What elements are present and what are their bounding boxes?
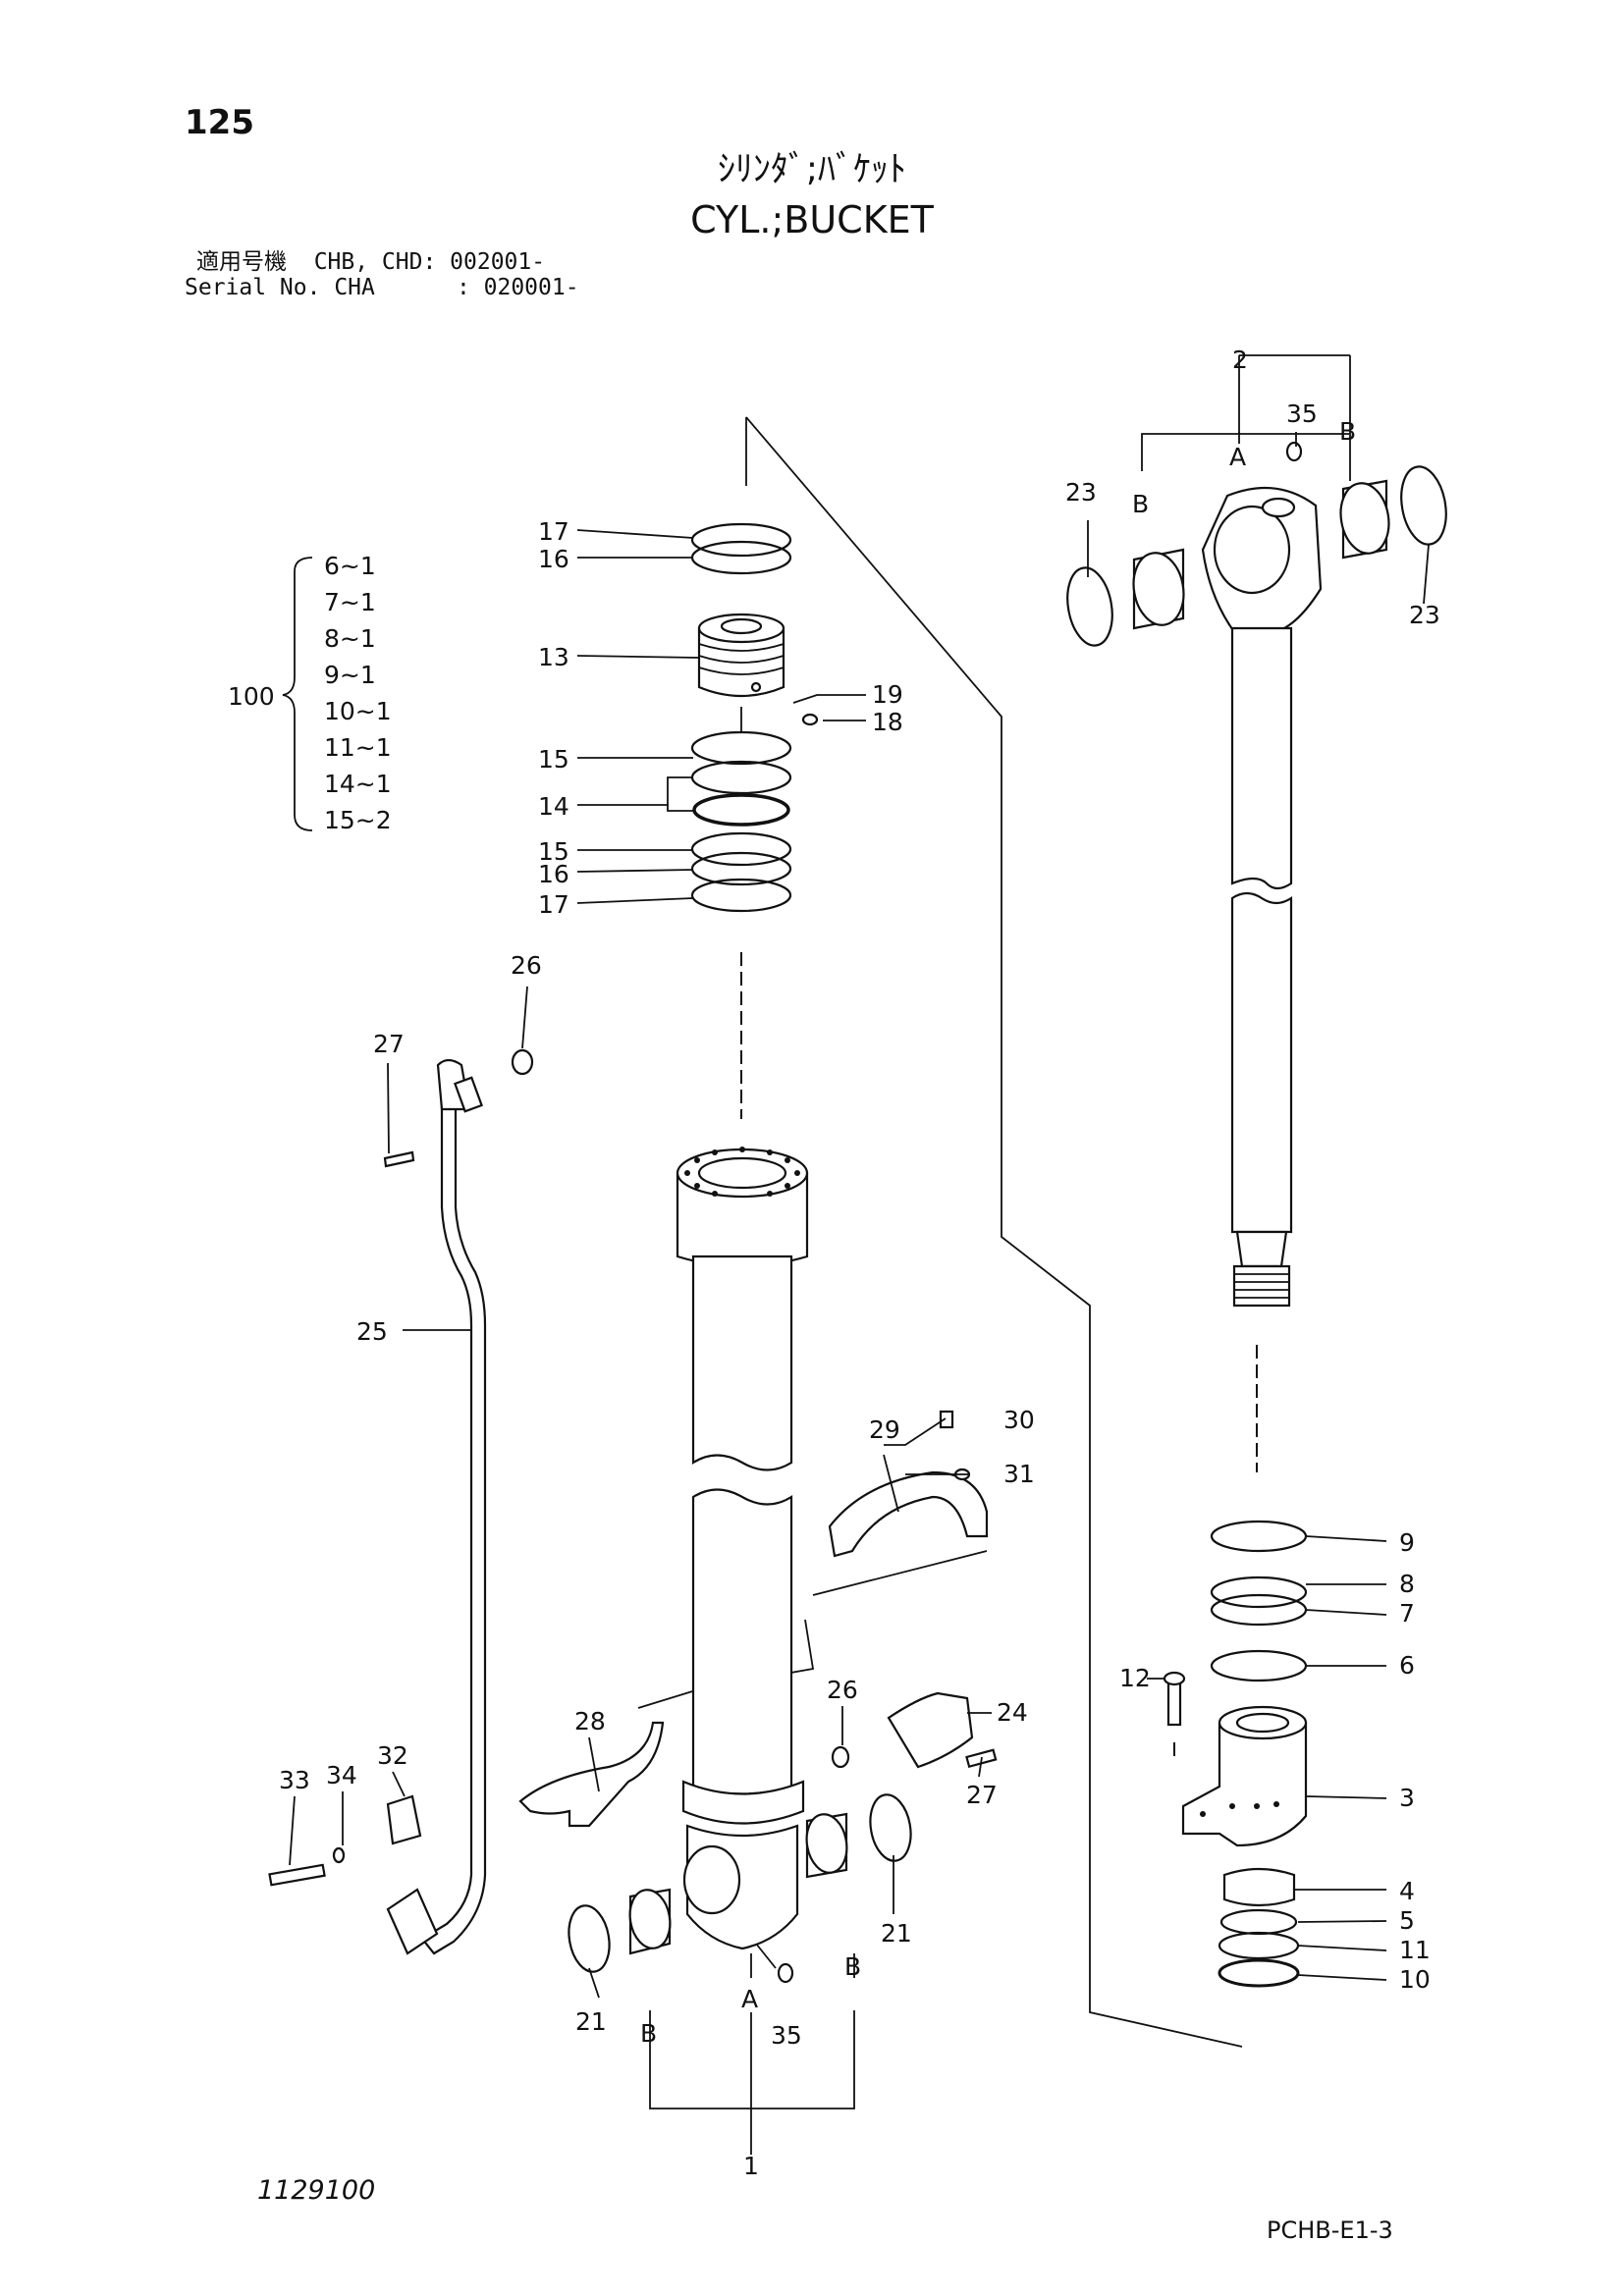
- drawing-number: 1129100: [257, 2175, 376, 2206]
- backup-ring-17-top: [690, 522, 792, 558]
- bolt-30: [939, 1410, 954, 1429]
- kit-item: 11~1: [324, 733, 392, 762]
- label-a: A: [741, 1985, 758, 2013]
- callout-32: 32: [377, 1741, 408, 1770]
- kit-brace: [282, 557, 313, 831]
- set-screw-18: [801, 713, 819, 726]
- kit-number: 100: [228, 682, 275, 711]
- kit-item: 7~1: [324, 588, 376, 616]
- serial-number-line: Serial No. CHA : 020001-: [185, 275, 579, 300]
- kit-item: 15~2: [324, 806, 392, 834]
- callout-27: 27: [966, 1781, 998, 1809]
- callout-6: 6: [1399, 1651, 1415, 1680]
- callout-26: 26: [827, 1676, 858, 1704]
- callout-34: 34: [326, 1761, 357, 1789]
- callout-14: 14: [538, 792, 569, 821]
- callout-29: 29: [869, 1415, 900, 1444]
- callout-26: 26: [511, 951, 542, 980]
- slide-ring-15-bottom: [690, 831, 792, 867]
- label-b: B: [1132, 490, 1149, 518]
- title-japanese: ｼﾘﾝﾀﾞ;ﾊﾞｹｯﾄ: [717, 149, 907, 189]
- bracket-32: [386, 1794, 422, 1845]
- callout-8: 8: [1399, 1570, 1415, 1598]
- grease-fitting-35-rod: [1285, 441, 1303, 462]
- callout-30: 30: [1003, 1406, 1035, 1434]
- callout-17: 17: [538, 890, 569, 919]
- callout-24: 24: [997, 1698, 1028, 1727]
- callout-35: 35: [1286, 400, 1318, 428]
- callout-19: 19: [872, 680, 903, 709]
- callout-21: 21: [881, 1919, 912, 1948]
- leader-lines: [289, 354, 1430, 2155]
- piston-seal-14b: [692, 793, 790, 827]
- grease-fitting-35: [777, 1962, 794, 1984]
- kit-item: 9~1: [324, 661, 376, 689]
- rod-end-bushings: [1066, 465, 1447, 647]
- slide-ring-15-top: [690, 730, 792, 766]
- part-callouts: 17 16 13 19 18 15 14 15 16 17 26 27 25 3…: [279, 346, 1440, 2180]
- wear-ring-16-top: [690, 540, 792, 575]
- callout-23: 23: [1409, 601, 1440, 629]
- socket-bolt-12: [1166, 1679, 1182, 1727]
- callout-1: 1: [743, 2152, 759, 2180]
- callout-2: 2: [1232, 346, 1248, 374]
- callout-25: 25: [356, 1317, 388, 1346]
- kit-item: 10~1: [324, 697, 392, 725]
- label-b: B: [640, 2019, 657, 2048]
- bolt-33: [268, 1863, 326, 1887]
- callout-9: 9: [1399, 1528, 1415, 1557]
- title-english: CYL.;BUCKET: [690, 198, 934, 241]
- flange-24: [887, 1691, 974, 1769]
- callout-10: 10: [1399, 1965, 1431, 1994]
- pipe-elbow: [386, 1888, 439, 1955]
- callout-28: 28: [574, 1707, 606, 1735]
- label-a: A: [1229, 443, 1246, 471]
- serial-applicability-line: 適用号機 CHB, CHD: 002001-: [196, 249, 546, 275]
- cylinder-tube-1: [676, 1147, 809, 1984]
- washer-34: [332, 1846, 346, 1864]
- piston-rod-2: [1201, 441, 1323, 1472]
- callout-13: 13: [538, 643, 569, 671]
- tube-end-bushings: [568, 1793, 912, 1973]
- callout-15: 15: [538, 837, 569, 866]
- callout-21: 21: [575, 2007, 607, 2036]
- callout-7: 7: [1399, 1599, 1415, 1628]
- callout-4: 4: [1399, 1877, 1415, 1905]
- kit-item: 14~1: [324, 770, 392, 798]
- callout-27: 27: [373, 1030, 405, 1058]
- backup-ring-17-bottom: [690, 878, 792, 913]
- piston-seal-14a: [690, 760, 792, 795]
- callout-15: 15: [538, 745, 569, 774]
- kit-item: 6~1: [324, 552, 376, 580]
- page-number: 125: [185, 103, 254, 142]
- pipe-25: [420, 1073, 487, 1955]
- callout-3: 3: [1399, 1784, 1415, 1812]
- callout-17: 17: [538, 517, 569, 546]
- pipe-and-clamps: [268, 1048, 998, 1955]
- callout-18: 18: [872, 708, 903, 736]
- page-code: PCHB-E1-3: [1267, 2216, 1393, 2244]
- callout-33: 33: [279, 1766, 310, 1794]
- wear-ring-16-bottom: [690, 851, 792, 886]
- kit-item: 8~1: [324, 624, 376, 653]
- label-b: B: [1339, 417, 1356, 446]
- label-b: B: [844, 1952, 861, 1981]
- callout-12: 12: [1119, 1664, 1151, 1692]
- clamp-29: [828, 1470, 989, 1558]
- clamp-28: [518, 1721, 665, 1828]
- callout-35: 35: [771, 2021, 802, 2050]
- callout-23: 23: [1065, 478, 1097, 507]
- piston-assembly: [690, 522, 819, 1119]
- callout-31: 31: [1003, 1460, 1035, 1488]
- cylinder-head-3: [1163, 1520, 1308, 1988]
- callout-16: 16: [538, 860, 569, 888]
- seal-kit-group: 100 6~1 7~1 8~1 9~1 10~1 11~1 14~1 15~2: [228, 552, 392, 834]
- callout-5: 5: [1399, 1906, 1415, 1935]
- callout-11: 11: [1399, 1936, 1431, 1964]
- callout-16: 16: [538, 545, 569, 573]
